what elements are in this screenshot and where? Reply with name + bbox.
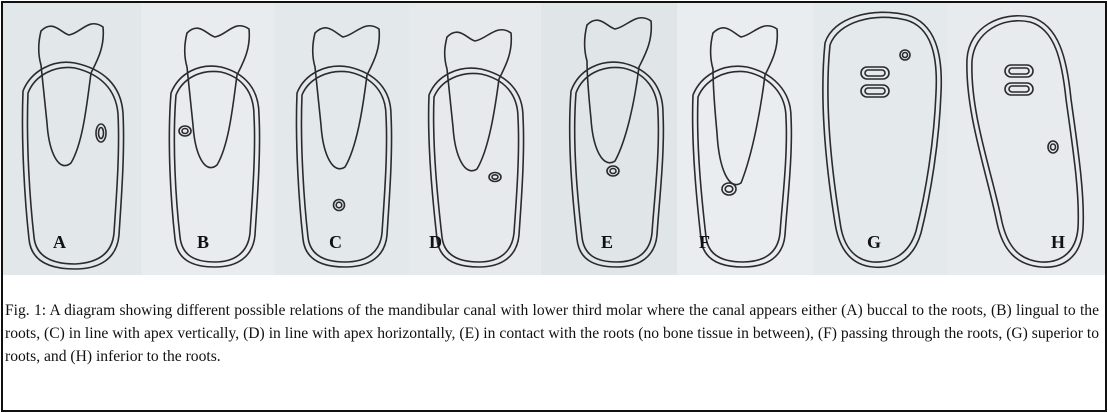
panel-f: F xyxy=(677,3,813,275)
panel-label: D xyxy=(429,232,442,253)
panel-label: F xyxy=(699,232,710,253)
panel-c-drawing xyxy=(275,3,409,275)
panel-label: B xyxy=(197,232,209,253)
panel-g: G xyxy=(813,3,947,275)
figure-caption: Fig. 1: A diagram showing different poss… xyxy=(5,299,1099,368)
panel-d: D xyxy=(409,3,541,275)
panel-e: E xyxy=(541,3,677,275)
panel-label: H xyxy=(1051,232,1065,253)
panel-a: A xyxy=(3,3,141,275)
figure-panels: A B xyxy=(3,3,1105,275)
panel-label: E xyxy=(601,232,613,253)
panel-label: A xyxy=(53,232,66,253)
panel-h-drawing xyxy=(947,3,1105,275)
panel-label: G xyxy=(867,232,881,253)
panel-b: B xyxy=(141,3,275,275)
panel-f-drawing xyxy=(677,3,813,275)
panel-h: H xyxy=(947,3,1105,275)
panel-label: C xyxy=(329,232,342,253)
panel-c: C xyxy=(275,3,409,275)
panel-a-drawing xyxy=(3,3,141,275)
